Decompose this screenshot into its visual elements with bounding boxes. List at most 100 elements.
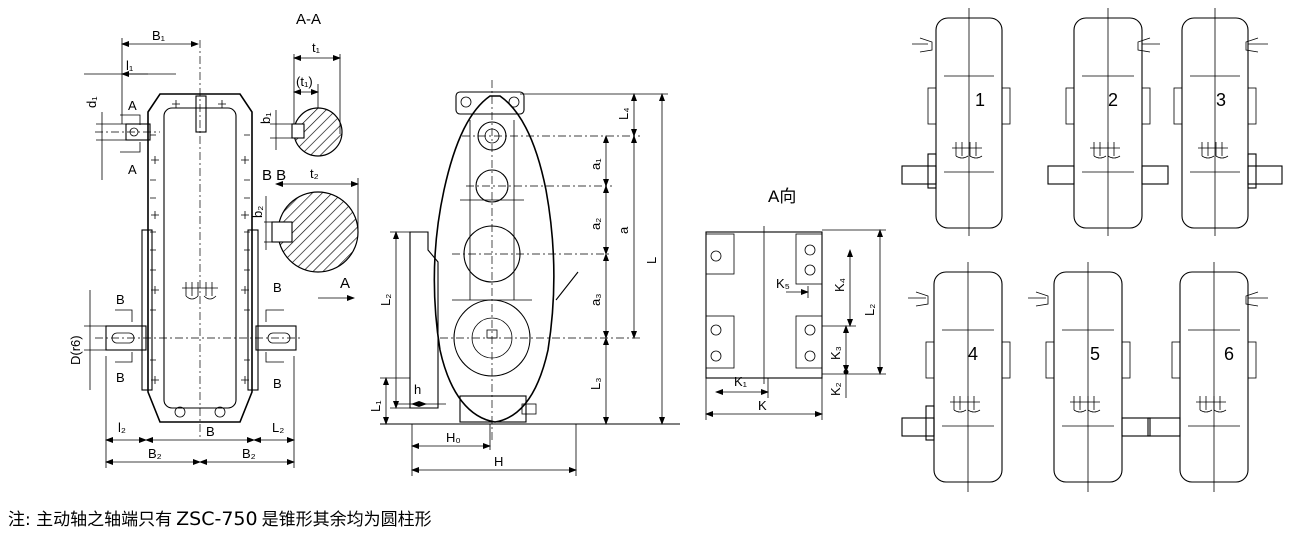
dim-b1: b₁ [258, 112, 273, 124]
side-view-body-outline [147, 93, 253, 423]
dim-d1: d₁ [84, 96, 99, 108]
section-a-a-title: A-A [296, 11, 321, 28]
assembly-variant-4-label: 4 [968, 344, 978, 364]
assembly-variants: 1 2 3 [901, 8, 1283, 492]
foot-bolt-right [214, 406, 226, 418]
section-mark-b-top-right: B [273, 280, 282, 295]
dim-B2-right: B₂ [242, 446, 256, 461]
dim-t2: t₂ [310, 166, 319, 181]
lug-hole-right [508, 96, 520, 108]
output-shaft-left [105, 325, 147, 351]
assembly-variant-1: 1 [901, 8, 1011, 236]
dim-a: a [616, 226, 631, 234]
section-mark-a-bottom: A [128, 162, 137, 177]
input-shaft-keyway [129, 127, 139, 137]
dim-K3: K₃ [828, 346, 843, 360]
input-shaft [125, 123, 151, 141]
dim-a2: a₂ [588, 218, 603, 230]
section-a-a-dimensions [270, 54, 341, 150]
assembly-variant-6: 6 [1147, 262, 1268, 492]
side-view-rib-ticks [150, 134, 250, 361]
assembly-variant-6-label: 6 [1224, 344, 1234, 364]
section-mark-b-bottom-left: B [116, 370, 125, 385]
footnote-text-before: 主动轴之轴端只有 [36, 510, 173, 530]
section-a-a: A-A t₁ (t₁) b₁ [258, 11, 343, 157]
assembly-variant-3-label: 3 [1216, 90, 1226, 110]
front-view: L₄ a₁ a₂ a a₃ L L₂ L₃ L₁ h H₀ H [368, 80, 680, 476]
view-a-pad-bottom-left [705, 315, 735, 369]
dim-a3: a₃ [588, 293, 603, 306]
dim-l1: l₁ [126, 58, 134, 73]
dim-h: h [414, 382, 421, 397]
front-view-inner-webs [452, 120, 532, 301]
dim-K2: K₂ [828, 382, 843, 396]
dim-H: H [494, 454, 503, 469]
drain-plug [521, 403, 537, 415]
section-b-b-dimensions [264, 178, 359, 250]
section-b-b-keyway [271, 221, 293, 243]
side-view-bolt-marks [151, 100, 249, 384]
dim-L2-front: L₂ [378, 294, 393, 306]
foot-bolt-left [174, 406, 186, 418]
dim-t1: t₁ [312, 40, 321, 55]
dim-L2-view-a: L₂ [862, 304, 877, 316]
bore-2 [475, 169, 509, 203]
assembly-variant-2: 2 [1047, 8, 1169, 236]
view-direction-label: A [340, 275, 350, 292]
footnote-model: ZSC-750 [176, 508, 258, 530]
dim-l2: l₂ [118, 420, 126, 435]
side-view: B₁ l₁ d₁ A A D(r6) B B B B l₂ B L₂ B₂ B₂ [68, 28, 300, 468]
dim-K5: K₅ [776, 276, 790, 291]
footnote-text-after: 是锥形其余均为圆柱形 [261, 510, 432, 530]
view-a-pad-top-right [795, 233, 823, 285]
dim-B: B [206, 424, 215, 439]
section-b-b-title: B B [262, 167, 286, 184]
section-a-a-keyway [291, 123, 305, 139]
assembly-variant-2-label: 2 [1108, 90, 1118, 110]
footnote-prefix: 注: [8, 510, 31, 530]
dim-K1: K₁ [734, 374, 748, 389]
dim-D-r6: D(r6) [68, 335, 83, 365]
output-shaft-right [255, 325, 297, 351]
assembly-variant-5-label: 5 [1090, 344, 1100, 364]
section-mark-b-top-left: B [116, 292, 125, 307]
section-mark-b-bottom-right: B [273, 376, 282, 391]
dim-L: L [644, 257, 659, 264]
dim-H0: H₀ [446, 430, 461, 445]
lug-hole-left [460, 96, 472, 108]
view-a-title: A向 [768, 187, 796, 206]
section-b-b: B B t₂ b₂ A [250, 166, 359, 301]
dim-L4: L₄ [616, 107, 631, 120]
dim-K4: K₄ [832, 278, 847, 292]
dim-t1-paren: (t₁) [296, 74, 313, 89]
assembly-variant-5: 5 [1028, 262, 1151, 492]
assembly-variant-1-label: 1 [975, 90, 985, 110]
front-view-base [459, 395, 527, 423]
output-shaft-left-key [111, 332, 135, 344]
dim-K: K [758, 398, 767, 413]
section-mark-a-top: A [128, 98, 137, 113]
assembly-variant-3: 3 [1173, 8, 1283, 236]
view-a-bolt-holes [710, 244, 816, 362]
view-a-dimensions [705, 229, 886, 420]
lifting-lug [455, 91, 525, 115]
dim-L3: L₃ [588, 377, 603, 390]
dim-L2-side: L₂ [272, 420, 284, 435]
dim-B1: B₁ [152, 28, 166, 43]
assembly-variant-4: 4 [901, 262, 1011, 492]
dim-L1: L₁ [368, 400, 383, 412]
front-view-casing [433, 95, 555, 423]
front-view-dimensions [380, 93, 668, 476]
dim-a1: a₁ [588, 158, 603, 170]
output-shaft-right-key [267, 332, 291, 344]
top-shaft-stub [195, 95, 207, 133]
view-a-pad-top-left [705, 233, 735, 275]
view-a: A向 K₅ K₄ L₂ K₃ [705, 187, 886, 420]
dim-b2: b₂ [250, 206, 265, 218]
dim-B2-left: B₂ [148, 446, 162, 461]
oil-gauge [555, 271, 579, 301]
brand-logo-mark [182, 282, 218, 300]
view-a-pad-bottom-right [795, 315, 823, 369]
